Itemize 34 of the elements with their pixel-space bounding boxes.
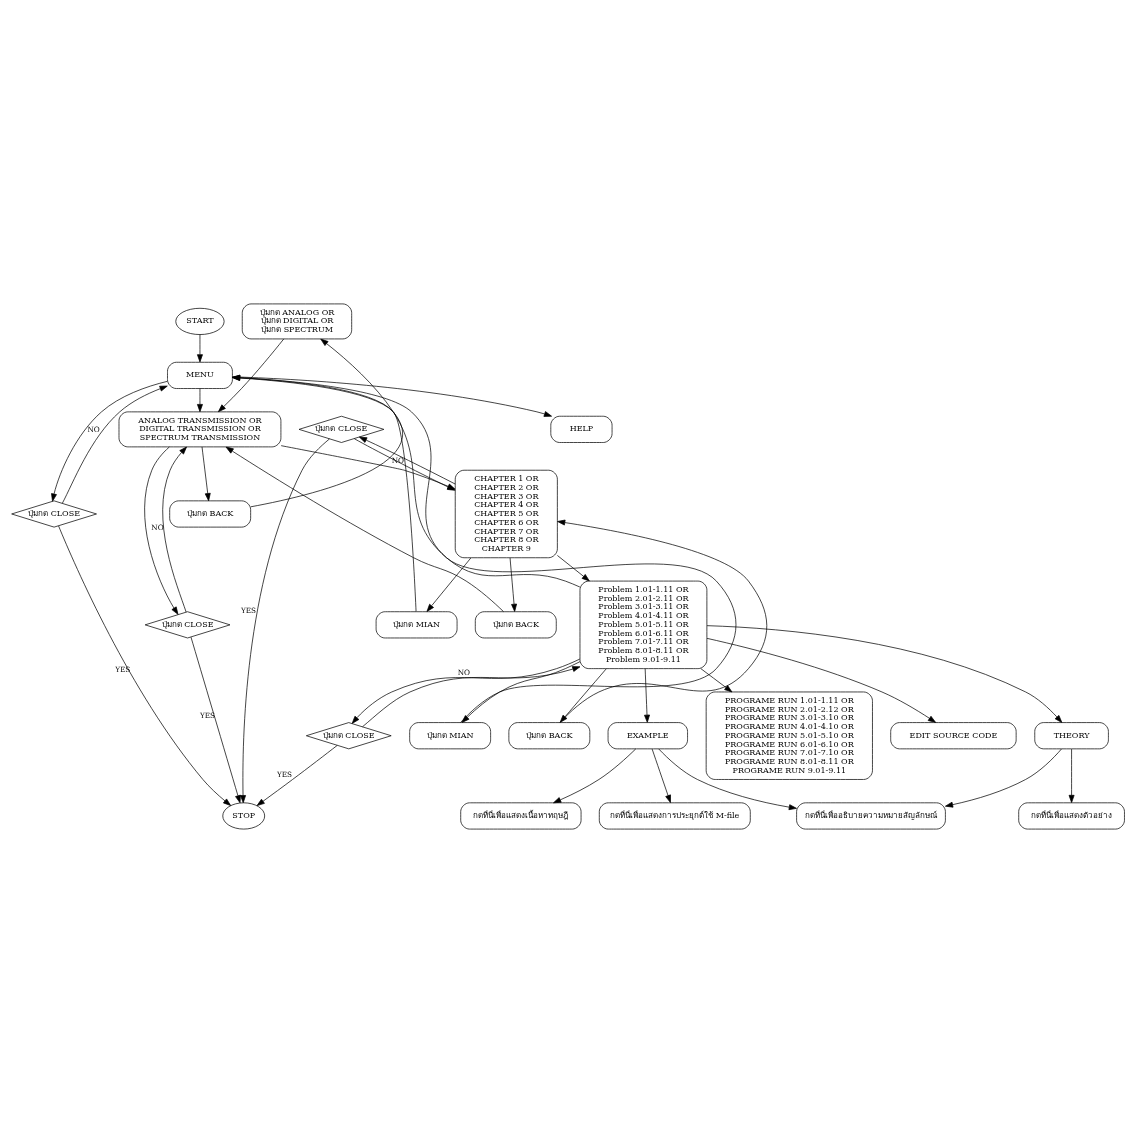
arrow [706, 625, 1063, 723]
arrow [256, 745, 338, 806]
arrow [644, 668, 650, 723]
arrow [553, 748, 637, 804]
edge-label: NO [457, 668, 471, 678]
arrow [658, 748, 797, 811]
arrow [700, 668, 733, 693]
edge-label: NO [151, 523, 164, 533]
arrow [320, 338, 581, 588]
arrow [362, 666, 581, 728]
arrow [197, 334, 203, 363]
edge-label: YES [115, 664, 131, 674]
arrow [162, 446, 187, 613]
arrow [144, 446, 179, 615]
edge-label: YES [276, 770, 293, 780]
arrow [945, 748, 1062, 808]
arrow [197, 388, 203, 413]
arrow [201, 446, 211, 502]
edge-label: YES [240, 606, 257, 616]
arrow [1068, 748, 1075, 803]
edge-label: NO [87, 424, 100, 434]
arrow [240, 438, 330, 804]
arrow [359, 436, 456, 485]
arrow [706, 638, 936, 723]
arrow [651, 748, 671, 803]
edge-label: YES [199, 710, 216, 720]
arrow [58, 525, 231, 806]
arrow [225, 446, 504, 613]
arrow [190, 636, 241, 804]
edge-label: NO [391, 455, 405, 465]
arrow [426, 557, 472, 612]
arrow [557, 555, 590, 582]
arrow [509, 557, 517, 612]
arrow [218, 338, 285, 413]
